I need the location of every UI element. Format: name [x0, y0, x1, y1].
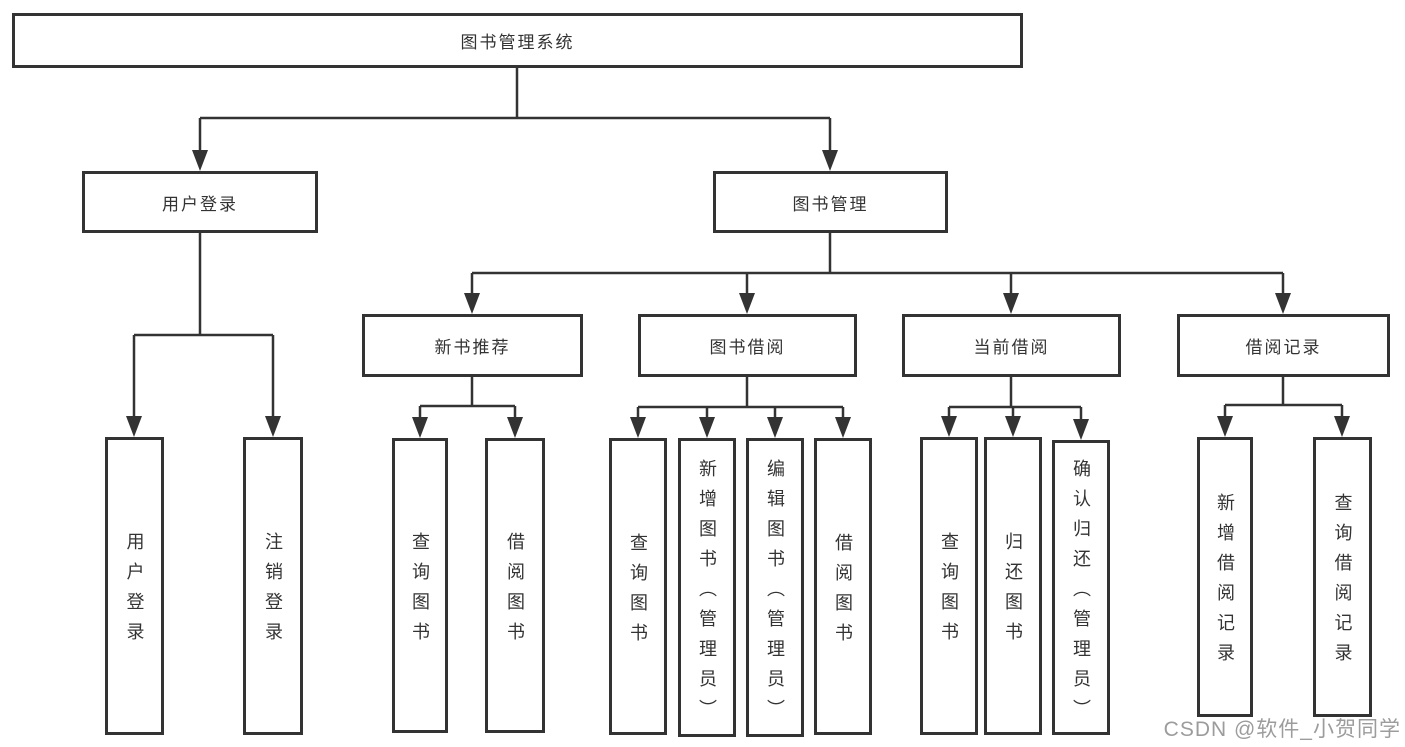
node-book-borrowing-label: 图书借阅: [709, 338, 786, 357]
leaf-borrow-books-borrowing-label: 借阅图书: [833, 532, 853, 653]
node-new-book-recommend-label: 新书推荐: [434, 338, 511, 357]
node-user-login: 用户登录: [82, 171, 318, 233]
leaf-confirm-return-admin-label: 确认归还（管理员）: [1071, 458, 1091, 729]
leaf-query-books-current-label: 查询图书: [939, 532, 959, 652]
leaf-edit-books-admin: 编辑图书（管理员）: [746, 438, 804, 737]
leaf-add-books-admin: 新增图书（管理员）: [678, 438, 736, 737]
node-book-management-label: 图书管理: [792, 194, 869, 214]
leaf-borrow-books-borrowing: 借阅图书: [814, 438, 872, 735]
leaf-query-books-borrowing-label: 查询图书: [628, 532, 648, 653]
node-borrow-records-label: 借阅记录: [1245, 338, 1322, 357]
node-current-borrowing-label: 当前借阅: [973, 338, 1050, 357]
leaf-borrow-books-recommend-label: 借阅图书: [505, 531, 525, 652]
leaf-confirm-return-admin: 确认归还（管理员）: [1052, 440, 1110, 735]
leaf-edit-books-admin-label: 编辑图书（管理员）: [765, 458, 785, 729]
leaf-logout-login: 注销登录: [243, 437, 303, 735]
edge-lines: [132, 68, 1344, 421]
leaf-user-login-label: 用户登录: [124, 532, 145, 652]
node-current-borrowing: 当前借阅: [902, 314, 1121, 377]
leaf-query-books-recommend: 查询图书: [392, 438, 448, 733]
node-book-borrowing: 图书借阅: [638, 314, 857, 377]
node-new-book-recommend: 新书推荐: [362, 314, 583, 377]
watermark: CSDN @软件_小贺同学: [1163, 718, 1401, 741]
leaf-add-books-admin-label: 新增图书（管理员）: [697, 458, 717, 729]
leaf-logout-login-label: 注销登录: [263, 532, 283, 652]
node-book-management: 图书管理: [713, 171, 948, 233]
leaf-add-borrow-record-label: 新增借阅记录: [1215, 493, 1235, 673]
leaf-user-login: 用户登录: [105, 437, 164, 735]
leaf-borrow-books-recommend: 借阅图书: [485, 438, 545, 733]
leaf-query-books-current: 查询图书: [920, 437, 978, 735]
leaf-query-borrow-record-label: 查询借阅记录: [1332, 493, 1353, 673]
leaf-query-books-borrowing: 查询图书: [609, 438, 667, 735]
node-root: 图书管理系统: [12, 13, 1023, 68]
leaf-query-borrow-record: 查询借阅记录: [1313, 437, 1372, 717]
node-user-login-label: 用户登录: [162, 194, 238, 214]
leaf-add-borrow-record: 新增借阅记录: [1197, 437, 1253, 717]
leaf-return-books: 归还图书: [984, 437, 1042, 735]
node-root-label: 图书管理系统: [460, 33, 575, 52]
leaf-query-books-recommend-label: 查询图书: [410, 531, 430, 652]
leaf-return-books-label: 归还图书: [1003, 532, 1023, 652]
node-borrow-records: 借阅记录: [1177, 314, 1390, 377]
